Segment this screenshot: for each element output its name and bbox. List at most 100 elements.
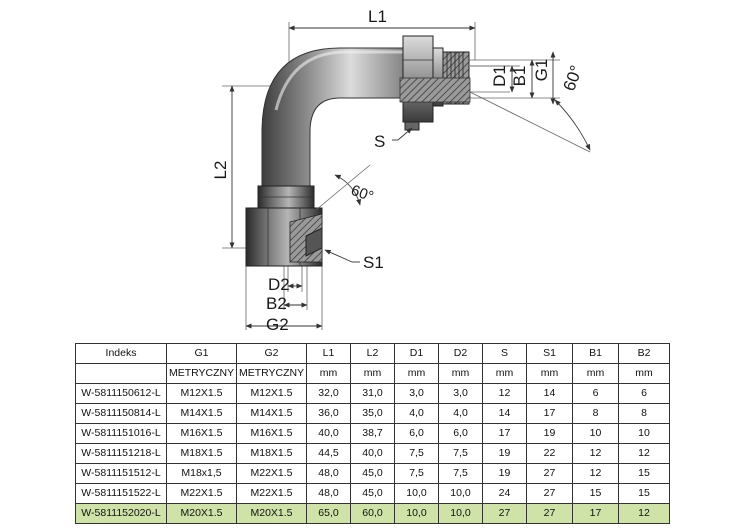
table-cell: 10,0 bbox=[394, 503, 439, 524]
header-cell: L1 bbox=[306, 343, 351, 364]
unit-cell: mm bbox=[526, 363, 573, 384]
header-cell: B2 bbox=[618, 343, 670, 364]
table-cell: 10,0 bbox=[438, 483, 483, 504]
table-cell: 36,0 bbox=[306, 403, 351, 424]
table-cell: 40,0 bbox=[350, 443, 395, 464]
table-cell: 14 bbox=[526, 383, 573, 404]
table-cell: 45,0 bbox=[350, 463, 395, 484]
unit-cell: mm bbox=[482, 363, 527, 384]
label-angle-60-upper: 60° bbox=[560, 63, 587, 94]
table-cell: 12 bbox=[572, 463, 619, 484]
header-cell: L2 bbox=[350, 343, 395, 364]
header-cell: B1 bbox=[572, 343, 619, 364]
unit-cell: METRYCZNY bbox=[236, 363, 307, 384]
table-cell: 22 bbox=[526, 443, 573, 464]
table-cell: 6,0 bbox=[394, 423, 439, 444]
table-cell: 35,0 bbox=[350, 403, 395, 424]
index-cell: W-5811152020-L bbox=[75, 503, 167, 524]
table-cell: M14X1.5 bbox=[236, 403, 307, 424]
table-cell: 8 bbox=[618, 403, 670, 424]
table-cell: M14X1.5 bbox=[166, 403, 237, 424]
table-cell: 15 bbox=[618, 463, 670, 484]
table-cell: 6 bbox=[572, 383, 619, 404]
table-cell: 12 bbox=[482, 383, 527, 404]
table-cell: 7,5 bbox=[438, 463, 483, 484]
unit-cell: mm bbox=[438, 363, 483, 384]
table-cell: 12 bbox=[618, 503, 670, 524]
unit-cell: mm bbox=[572, 363, 619, 384]
header-cell: D1 bbox=[394, 343, 439, 364]
table-cell: 7,5 bbox=[394, 463, 439, 484]
table-cell: M22X1.5 bbox=[236, 483, 307, 504]
table-cell: M20X1.5 bbox=[166, 503, 237, 524]
angle-arc-60-middle bbox=[334, 174, 362, 206]
table-cell: 24 bbox=[482, 483, 527, 504]
table-cell: M18X1.5 bbox=[166, 443, 237, 464]
table-cell: 60,0 bbox=[350, 503, 395, 524]
label-b2: B2 bbox=[266, 294, 287, 313]
label-angle-60-middle: 60° bbox=[349, 182, 376, 206]
label-g2: G2 bbox=[266, 315, 289, 334]
table-cell: 19 bbox=[526, 423, 573, 444]
label-l1: L1 bbox=[368, 7, 387, 26]
index-cell: W-5811151016-L bbox=[75, 423, 167, 444]
table-cell: 7,5 bbox=[394, 443, 439, 464]
table-cell: 40,0 bbox=[306, 423, 351, 444]
unit-cell: mm bbox=[394, 363, 439, 384]
table-cell: 27 bbox=[526, 463, 573, 484]
table-cell: 7,5 bbox=[438, 443, 483, 464]
table-cell: 14 bbox=[482, 403, 527, 424]
elbow-tube bbox=[261, 47, 411, 187]
table-cell: M18X1.5 bbox=[236, 443, 307, 464]
header-cell: Indeks bbox=[75, 343, 167, 364]
table-header-row: Indeks G1 G2 L1 L2 D1 D2 S S1 B1 B2 bbox=[75, 343, 670, 364]
table-cell: 27 bbox=[482, 503, 527, 524]
spec-table-body: Indeks G1 G2 L1 L2 D1 D2 S S1 B1 B2 METR… bbox=[75, 343, 670, 524]
table-cell: 38,7 bbox=[350, 423, 395, 444]
table-cell: 15 bbox=[618, 483, 670, 504]
header-cell: G2 bbox=[236, 343, 307, 364]
angle-arc-60-upper bbox=[554, 99, 591, 151]
table-cell: 15 bbox=[572, 483, 619, 504]
table-cell: M22X1.5 bbox=[236, 463, 307, 484]
table-cell: 6,0 bbox=[438, 423, 483, 444]
unit-cell: mm bbox=[350, 363, 395, 384]
table-cell: 32,0 bbox=[306, 383, 351, 404]
table-cell: 31,0 bbox=[350, 383, 395, 404]
table-cell: 27 bbox=[526, 483, 573, 504]
table-cell: 27 bbox=[526, 503, 573, 524]
unit-cell bbox=[75, 363, 167, 384]
table-cell: 4,0 bbox=[394, 403, 439, 424]
label-l2: L2 bbox=[211, 161, 230, 180]
table-cell: M20X1.5 bbox=[236, 503, 307, 524]
table-cell: 6 bbox=[618, 383, 670, 404]
label-b1: B1 bbox=[510, 66, 529, 87]
table-cell: M16X1.5 bbox=[236, 423, 307, 444]
table-cell: 19 bbox=[482, 443, 527, 464]
header-cell: G1 bbox=[166, 343, 237, 364]
index-cell: W-5811151522-L bbox=[75, 483, 167, 504]
table-cell: 12 bbox=[618, 443, 670, 464]
table-cell: M16X1.5 bbox=[166, 423, 237, 444]
table-cell: 10,0 bbox=[438, 503, 483, 524]
table-cell: 65,0 bbox=[306, 503, 351, 524]
label-g1: G1 bbox=[532, 59, 551, 82]
table-units-row: METRYCZNY METRYCZNY mm mm mm mm mm mm mm… bbox=[75, 363, 670, 384]
table-cell: 19 bbox=[482, 463, 527, 484]
table-cell: 48,0 bbox=[306, 483, 351, 504]
table-cell: M18x1,5 bbox=[166, 463, 237, 484]
table-cell: 8 bbox=[572, 403, 619, 424]
table-cell: 3,0 bbox=[438, 383, 483, 404]
label-d1: D1 bbox=[490, 65, 509, 87]
label-s1: S1 bbox=[363, 253, 384, 272]
table-cell: 48,0 bbox=[306, 463, 351, 484]
header-cell: S1 bbox=[526, 343, 573, 364]
table-cell: 10 bbox=[572, 423, 619, 444]
unit-cell: mm bbox=[306, 363, 351, 384]
